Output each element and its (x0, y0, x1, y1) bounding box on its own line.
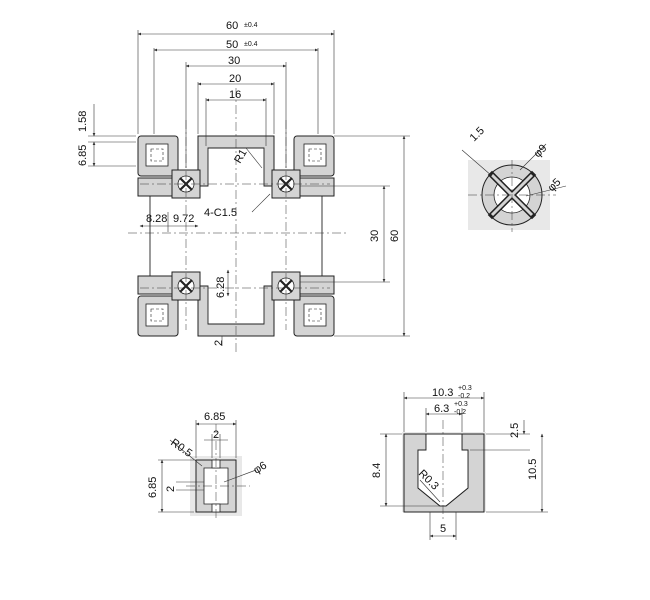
slot-width-6-85: 6.85 (204, 411, 225, 423)
groove-total-10-5: 10.5 (527, 459, 539, 480)
groove-lip-2-5: 2.5 (509, 423, 521, 438)
groove-bottom-5: 5 (440, 523, 446, 535)
dim-phi9: φ9 (532, 142, 550, 160)
dim-width-60-tol: ±0.4 (244, 22, 258, 29)
dim-20: 20 (229, 73, 241, 85)
slot-detail-view: 6.85 2 R0.5 6.85 2 φ6 (147, 411, 269, 520)
groove-depth-8-4: 8.4 (371, 463, 383, 478)
dim-9-72: 9.72 (173, 213, 194, 225)
dim-30-top: 30 (228, 55, 240, 67)
dim-2-bottom: 2 (213, 340, 225, 346)
dim-8-28: 8.28 (146, 213, 167, 225)
groove-outer-10-3: 10.3 (432, 387, 453, 399)
dim-width-60: 60 (226, 20, 238, 32)
dim-6-28: 6.28 (215, 277, 227, 298)
slot-gap-2: 2 (213, 429, 219, 441)
dim-16: 16 (229, 89, 241, 101)
groove-inner-tol-dn: -0.2 (454, 409, 466, 416)
slot-height-6-85: 6.85 (147, 477, 159, 498)
groove-outer-tol-dn: -0.2 (458, 393, 470, 400)
dim-1-5: 1.5 (468, 125, 487, 144)
dim-30-right: 30 (369, 230, 381, 242)
dim-60-right: 60 (389, 230, 401, 242)
main-profile-view: 60 ±0.4 50 ±0.4 30 20 16 1.58 6.85 R1 4-… (77, 20, 410, 352)
slot-gap-v-2: 2 (165, 486, 177, 492)
dim-inner-50-tol: ±0.4 (244, 41, 258, 48)
dim-1-58: 1.58 (77, 111, 89, 132)
label-chamfer: 4-C1.5 (204, 207, 237, 219)
groove-inner-tol-up: +0.3 (454, 401, 468, 408)
groove-inner-6-3: 6.3 (434, 403, 449, 415)
groove-outer-tol-up: +0.3 (458, 385, 472, 392)
slot-phi6: φ6 (252, 460, 269, 477)
core-detail-view: 1.5 φ9 φ5 (461, 125, 567, 232)
dim-inner-50: 50 (226, 39, 238, 51)
groove-detail-view: 10.3 +0.3 -0.2 6.3 +0.3 -0.2 2.5 8.4 10.… (371, 385, 548, 540)
dim-6-85-left: 6.85 (77, 145, 89, 166)
